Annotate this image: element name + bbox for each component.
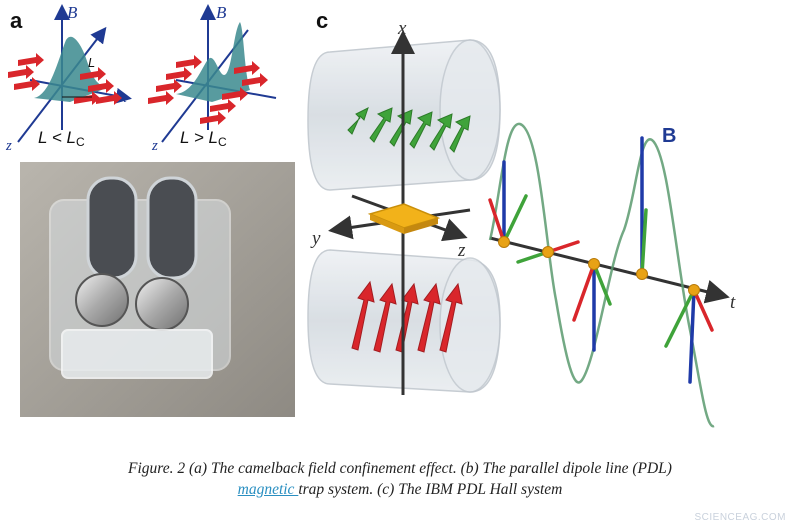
axis-B-label-right: B bbox=[216, 3, 227, 22]
magnet-face-left bbox=[75, 273, 129, 327]
panel-a-right-diagram: B z L > LC bbox=[148, 3, 277, 154]
particle-arrows-right bbox=[148, 55, 268, 125]
sample-points bbox=[498, 236, 700, 296]
panel-a-letter: a bbox=[10, 8, 23, 33]
axis-z-label-c: z bbox=[457, 240, 466, 261]
caption-line-2-text: trap system. (c) The IBM PDL Hall system bbox=[298, 481, 563, 498]
axis-B-label-left: B bbox=[67, 3, 78, 22]
magnetic-link[interactable]: magnetic bbox=[237, 481, 299, 498]
panel-c-letter: c bbox=[316, 8, 329, 33]
axis-z-label-right: z bbox=[151, 138, 158, 154]
t-axis-line bbox=[489, 236, 730, 304]
axis-z-label-left: z bbox=[5, 138, 12, 154]
magnet-tube-right bbox=[146, 176, 198, 280]
field-profile-right bbox=[176, 22, 250, 102]
panel-c-diagram: x y z t B bbox=[307, 18, 736, 428]
axis-x-label-left: x bbox=[119, 90, 127, 106]
field-wave bbox=[488, 122, 715, 428]
panel-a-left-diagram: L B x z L < LC bbox=[5, 3, 132, 154]
magnet-face-right bbox=[135, 277, 189, 331]
left-condition-label: L < LC bbox=[38, 128, 85, 149]
field-vectors bbox=[488, 136, 714, 384]
length-label: L bbox=[88, 55, 95, 70]
caption-line-2: magnetic trap system. (c) The IBM PDL Ha… bbox=[0, 479, 800, 500]
green-magnetization-arrows bbox=[347, 107, 471, 153]
caption-line-1: Figure. 2 (a) The camelback field confin… bbox=[128, 460, 672, 477]
magnet-tube-left bbox=[86, 176, 138, 280]
right-condition-label: L > LC bbox=[180, 128, 227, 149]
figure-caption: Figure. 2 (a) The camelback field confin… bbox=[0, 458, 800, 500]
axis-x-label-c: x bbox=[397, 18, 407, 39]
axis-t-label: t bbox=[730, 292, 736, 313]
field-B-label: B bbox=[662, 125, 676, 147]
particle-arrows-left bbox=[8, 53, 122, 105]
panel-b-photo bbox=[20, 162, 295, 417]
figure-canvas: L B x z L < LC B z L > LC bbox=[5, 3, 736, 428]
axis-y-label-c: y bbox=[310, 228, 321, 249]
watermark: SCIENCEAG.COM bbox=[694, 512, 786, 523]
